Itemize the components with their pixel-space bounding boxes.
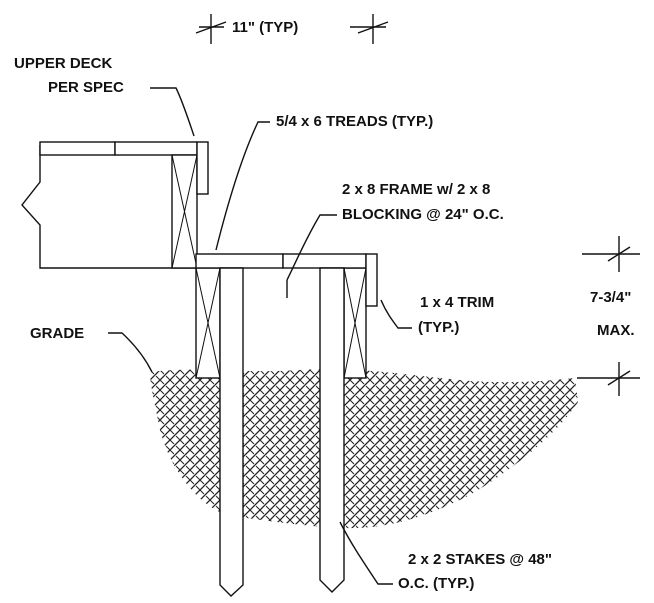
rise-label-1: 7-3/4" [590, 289, 631, 306]
upper-deck-trim [196, 141, 209, 195]
upper-deck [21, 141, 209, 269]
leader-trim [380, 299, 412, 329]
step-tread-left [195, 253, 284, 269]
soil-mass [150, 369, 578, 529]
step-assembly [195, 253, 378, 597]
upper-deck-tread [114, 141, 198, 156]
frame-label-2: BLOCKING @ 24" O.C. [342, 206, 504, 223]
rise-label-2: MAX. [597, 322, 635, 339]
leader-frame [286, 214, 337, 281]
upper-deck-tread [39, 141, 116, 156]
trim-label-2: (TYP.) [418, 319, 459, 336]
leader-lines [108, 87, 412, 585]
leader-grade [108, 332, 153, 373]
treads-label: 5/4 x 6 TREADS (TYP.) [276, 113, 433, 130]
grade-label: GRADE [30, 325, 84, 342]
stake-left [219, 267, 244, 597]
stakes-label-2: O.C. (TYP.) [398, 575, 474, 592]
frame-label-1: 2 x 8 FRAME w/ 2 x 8 [342, 181, 490, 198]
trim-label-1: 1 x 4 TRIM [420, 294, 494, 311]
dimension-rise: 7-3/4" MAX. [577, 236, 640, 396]
leader-stakes [339, 521, 393, 585]
stakes-label-1: 2 x 2 STAKES @ 48" [408, 551, 552, 568]
stake-right [319, 267, 345, 593]
dim-11-label: 11" (TYP) [232, 19, 298, 36]
leader-upper-deck [150, 87, 195, 137]
upper-deck-label-2: PER SPEC [48, 79, 124, 96]
leader-treads [215, 121, 270, 251]
step-trim [365, 253, 378, 307]
dimension-11-typ: 11" (TYP) [195, 14, 389, 44]
upper-deck-label-1: UPPER DECK [14, 55, 113, 72]
